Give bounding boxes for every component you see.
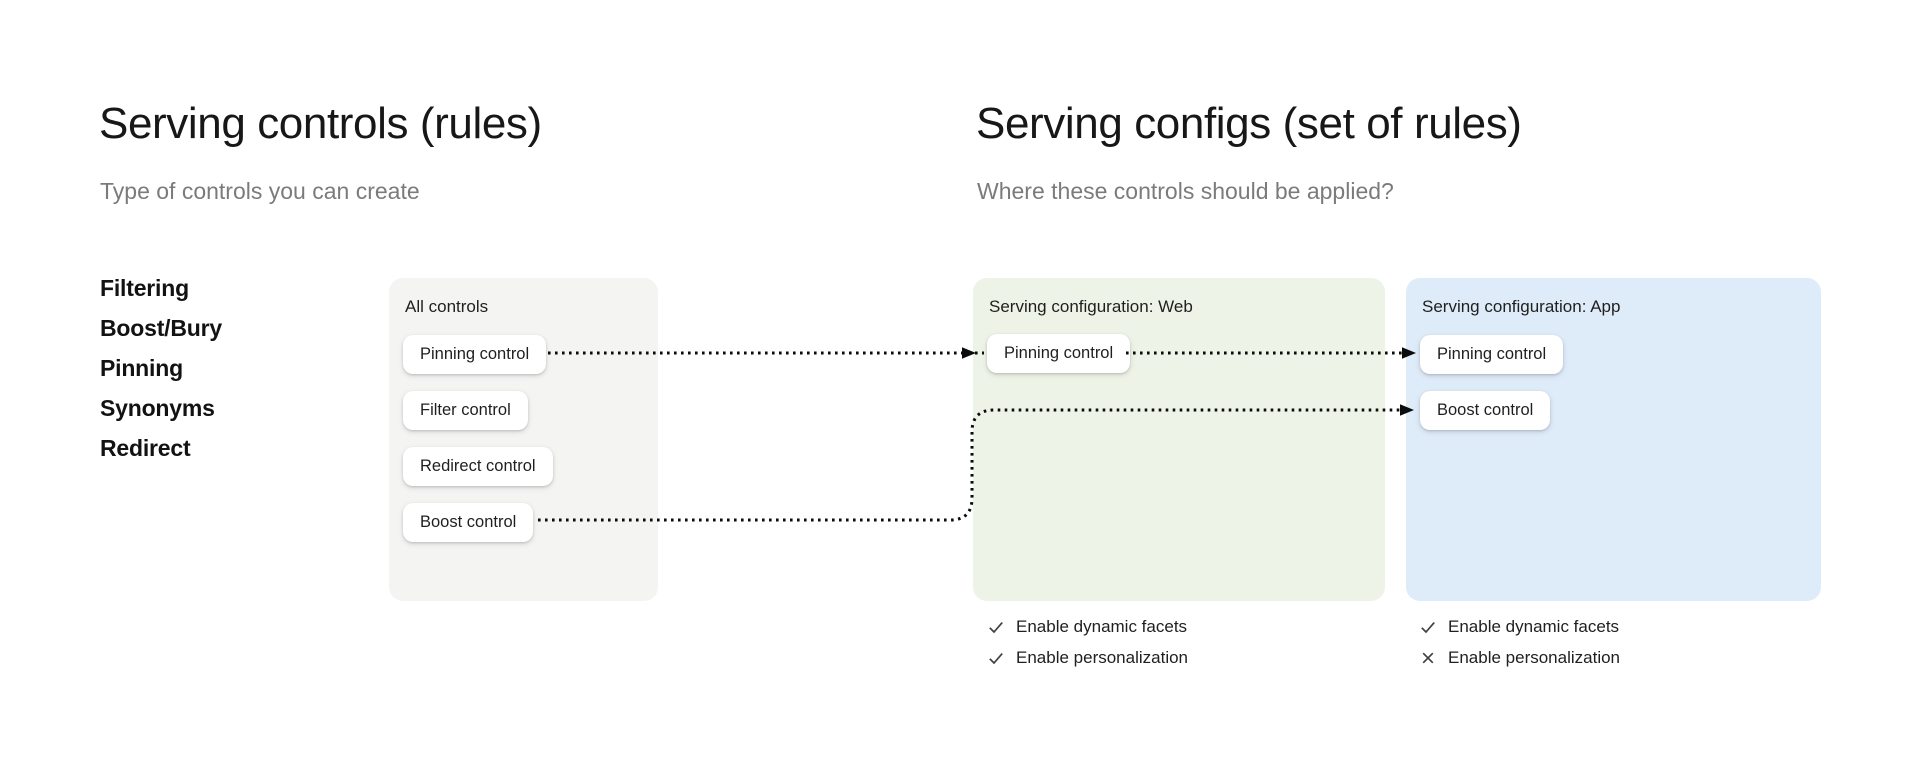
web-chip-pinning-control: Pinning control xyxy=(987,334,1131,373)
check-icon xyxy=(989,622,1003,634)
left-section-subtitle: Type of controls you can create xyxy=(100,178,420,204)
app-config-box: Serving configuration: App Pinning contr… xyxy=(1406,278,1821,601)
web-config-box-label: Serving configuration: Web xyxy=(989,297,1193,316)
setting-row: Enable personalization xyxy=(987,647,1188,669)
setting-label: Enable personalization xyxy=(1448,648,1621,667)
control-type-redirect: Redirect xyxy=(100,435,191,461)
web-config-settings: Enable dynamic facets Enable personaliza… xyxy=(987,616,1188,669)
app-chip-boost-control: Boost control xyxy=(1420,391,1551,430)
all-controls-box: All controls Pinning control Filter cont… xyxy=(389,278,658,601)
setting-label: Enable dynamic facets xyxy=(1016,617,1188,636)
chip-boost-control: Boost control xyxy=(403,503,534,542)
control-type-synonyms: Synonyms xyxy=(100,395,215,421)
setting-row: Enable dynamic facets xyxy=(987,616,1188,638)
control-type-list: Filtering Boost/Bury Pinning Synonyms Re… xyxy=(100,268,222,468)
setting-label: Enable dynamic facets xyxy=(1448,617,1620,636)
right-section-subtitle: Where these controls should be applied? xyxy=(977,178,1394,204)
all-controls-box-label: All controls xyxy=(405,297,489,316)
setting-row: Enable personalization xyxy=(1419,647,1620,669)
control-type-boost-bury: Boost/Bury xyxy=(100,315,222,341)
chip-redirect-control: Redirect control xyxy=(403,447,553,486)
setting-label: Enable personalization xyxy=(1016,648,1189,667)
check-icon xyxy=(1421,622,1435,634)
right-section-title: Serving configs (set of rules) xyxy=(976,99,1522,148)
check-icon xyxy=(989,653,1003,665)
web-config-box: Serving configuration: Web Pinning contr… xyxy=(973,278,1385,601)
control-type-filtering: Filtering xyxy=(100,275,189,301)
app-config-box-label: Serving configuration: App xyxy=(1422,297,1621,316)
cross-icon xyxy=(1422,652,1434,664)
left-section-title: Serving controls (rules) xyxy=(99,99,542,148)
app-config-settings: Enable dynamic facets Enable personaliza… xyxy=(1419,616,1620,669)
chip-pinning-control: Pinning control xyxy=(403,335,547,374)
control-type-pinning: Pinning xyxy=(100,355,183,381)
chip-filter-control: Filter control xyxy=(403,391,528,430)
app-chip-pinning-control: Pinning control xyxy=(1420,335,1564,374)
setting-row: Enable dynamic facets xyxy=(1419,616,1620,638)
